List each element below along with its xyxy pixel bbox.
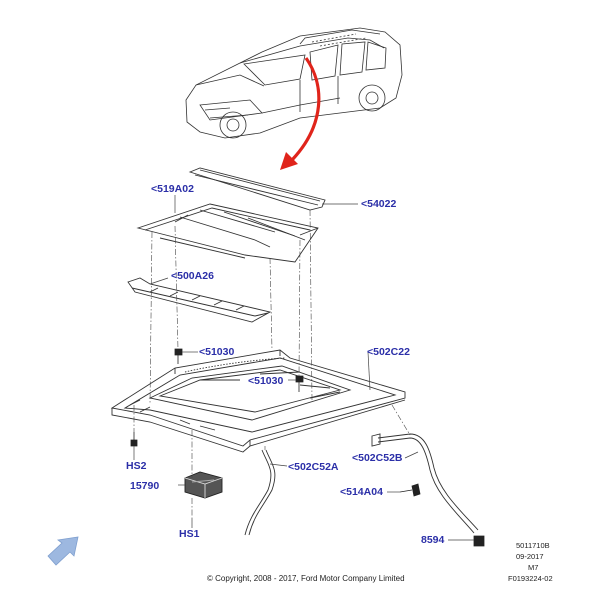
part-502C52B-drain-tube (371, 433, 479, 534)
alignment-lines (133, 209, 411, 518)
part-54022-glass (188, 167, 326, 211)
callout-54022[interactable]: <54022 (361, 198, 397, 210)
callout-502C22[interactable]: <502C22 (367, 346, 410, 358)
callout-8594[interactable]: 8594 (421, 534, 445, 546)
callout-51030-top[interactable]: <51030 (199, 346, 235, 358)
callout-514A04[interactable]: <514A04 (340, 486, 383, 498)
vehicle-illustration (185, 27, 403, 139)
leader-lines (133, 195, 474, 541)
callout-519A02[interactable]: <519A02 (151, 183, 194, 195)
reference-date: 09-2017 (516, 552, 544, 561)
part-502C22-frame (110, 349, 406, 453)
callout-502C52A[interactable]: <502C52A (288, 461, 339, 473)
callout-HS1[interactable]: HS1 (179, 528, 200, 540)
part-519A02-sunshade (136, 203, 319, 263)
part-502C52A-drain-tube (244, 449, 276, 536)
part-500A26-deflector (127, 277, 272, 323)
callout-51030-mid[interactable]: <51030 (248, 375, 284, 387)
callout-502C52B[interactable]: <502C52B (352, 452, 403, 464)
reference-model: M7 (528, 563, 539, 572)
part-51030-fasteners (130, 348, 304, 447)
reference-code: 5011710B (516, 541, 550, 550)
location-arrow (280, 57, 321, 170)
arrow-down-left-icon[interactable] (47, 536, 79, 566)
part-514A04-clip (399, 483, 421, 497)
part-8594-grommet (473, 535, 485, 547)
part-15790-motor (184, 471, 223, 499)
copyright-text: © Copyright, 2008 - 2017, Ford Motor Com… (207, 574, 405, 583)
reference-figure-id: F0193224-02 (508, 574, 553, 583)
callout-15790[interactable]: 15790 (130, 480, 160, 492)
callout-HS2[interactable]: HS2 (126, 460, 147, 472)
callout-500A26[interactable]: <500A26 (171, 270, 214, 282)
